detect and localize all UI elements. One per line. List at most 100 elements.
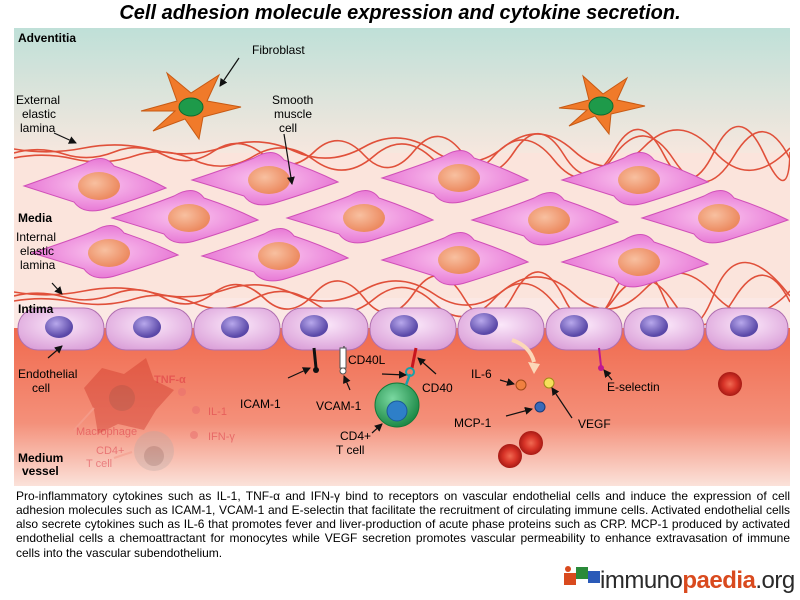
label-cd4-tcell-1: CD4+ (340, 429, 371, 443)
endothelial-cells (17, 307, 789, 351)
smooth-muscle-cell (380, 150, 530, 204)
label-cd40: CD40 (422, 381, 453, 395)
mcp1-pointer (505, 406, 533, 417)
label-endothelial-2: cell (32, 381, 50, 395)
vegf-molecule (543, 377, 555, 389)
label-tnf-alpha: TNF-α (154, 374, 186, 386)
diagram-title: Cell adhesion molecule expression and cy… (119, 2, 681, 24)
vessel-wall-diagram: Adventitia Media Intima Medium vessel Fi… (14, 28, 790, 486)
endothelial-cell (705, 307, 789, 351)
eselectin-pointer (603, 369, 613, 381)
label-medium-vessel-2: vessel (22, 464, 59, 478)
il6-pointer (499, 378, 515, 386)
logo-cubes-icon (564, 566, 600, 585)
label-internal-elastic-1: Internal (16, 230, 56, 244)
label-il1: IL-1 (208, 406, 227, 418)
smooth-muscle-cell (380, 232, 530, 286)
endothelial-cell (281, 307, 369, 351)
faded-macrophage (84, 358, 174, 434)
icam1-molecule (312, 347, 319, 373)
smooth-muscle-cell (560, 234, 710, 288)
fibroblast-cell (140, 71, 242, 141)
internal-lamina-pointer (51, 282, 63, 295)
faded-ifn-dot (190, 431, 198, 439)
label-adventitia: Adventitia (18, 31, 76, 45)
label-fibroblast: Fibroblast (252, 43, 305, 57)
label-medium-vessel-1: Medium (18, 451, 63, 465)
red-blood-cell (718, 372, 742, 396)
label-internal-elastic-3: lamina (20, 258, 56, 272)
faded-arrow (113, 451, 133, 459)
il6-molecule (515, 379, 527, 391)
label-faded-cd4-1: CD4+ (96, 445, 124, 457)
secretion-arrow (511, 338, 536, 363)
endothelial-cell (457, 307, 545, 351)
label-mcp1: MCP-1 (454, 416, 492, 430)
label-icam1: ICAM-1 (240, 397, 281, 411)
smooth-muscle-cell (110, 190, 260, 244)
label-ifn-gamma: IFN-γ (208, 431, 235, 443)
label-macrophage: Macrophage (76, 426, 137, 438)
label-smooth-muscle-1: Smooth (272, 93, 313, 107)
faded-tnf-dot (178, 388, 186, 396)
e-selectin-molecule (598, 347, 604, 371)
logo-part-1: immuno (600, 567, 683, 594)
smooth-muscle-cells (22, 150, 790, 288)
red-blood-cell (498, 444, 522, 468)
vcam1-pointer (343, 375, 351, 391)
smooth-muscle-pointer (283, 133, 295, 185)
endothelial-pointer (47, 345, 63, 359)
fibroblast-pointer (219, 57, 240, 87)
label-cd4-tcell-2: T cell (336, 443, 364, 457)
label-smooth-muscle-3: cell (279, 121, 297, 135)
faded-arrow (73, 407, 95, 431)
label-media: Media (18, 211, 52, 225)
vegf-pointer (551, 387, 573, 419)
label-vegf: VEGF (578, 417, 611, 431)
label-vcam1: VCAM-1 (316, 399, 362, 413)
label-internal-elastic-2: elastic (20, 244, 54, 258)
cd40l-pointer (381, 370, 407, 379)
cd4-t-cell (374, 367, 420, 428)
smooth-muscle-cell (470, 192, 620, 246)
smooth-muscle-cell (285, 190, 435, 244)
immunopaedia-logo[interactable]: immunopaedia.org (560, 561, 795, 599)
mcp1-molecule (534, 401, 546, 413)
label-smooth-muscle-2: muscle (274, 107, 312, 121)
smooth-muscle-cell (22, 158, 168, 212)
smooth-muscle-cell (30, 225, 180, 279)
faded-t-cell (134, 431, 174, 471)
fibroblast-cell (558, 74, 646, 136)
logo-part-3: .org (755, 567, 795, 594)
cd40-molecule (410, 347, 418, 369)
figure-caption: Pro-inflammatory cytokines such as IL-1,… (16, 489, 790, 560)
label-il6: IL-6 (471, 367, 492, 381)
external-lamina-pointer (53, 132, 77, 144)
cd40-pointer (417, 357, 437, 375)
pointer-arrows (47, 57, 613, 434)
logo-wordmark: immunopaedia.org (600, 567, 795, 595)
label-external-elastic-3: lamina (20, 121, 56, 135)
endothelial-cell (17, 307, 105, 351)
faded-il1-dot (192, 406, 200, 414)
label-external-elastic-2: elastic (22, 107, 56, 121)
endothelial-cell (545, 307, 623, 351)
endothelial-cell (193, 307, 281, 351)
smooth-muscle-cell (640, 190, 790, 244)
red-blood-cell (519, 431, 543, 455)
endothelial-cell (369, 307, 457, 351)
smooth-muscle-cell (200, 228, 350, 282)
endothelial-cell (105, 307, 193, 351)
label-faded-cd4-2: T cell (86, 458, 112, 470)
label-eselectin: E-selectin (607, 380, 660, 394)
tcell-pointer (371, 423, 383, 434)
endothelial-cell (623, 307, 705, 351)
smooth-muscle-cell (190, 152, 340, 206)
icam1-pointer (287, 367, 311, 379)
adventitia-layer (14, 28, 790, 153)
vcam1-molecule (339, 345, 347, 375)
logo-part-2: paedia (682, 567, 756, 594)
label-cd40l: CD40L (348, 353, 386, 367)
smooth-muscle-cell (560, 152, 710, 206)
label-endothelial-1: Endothelial (18, 367, 77, 381)
